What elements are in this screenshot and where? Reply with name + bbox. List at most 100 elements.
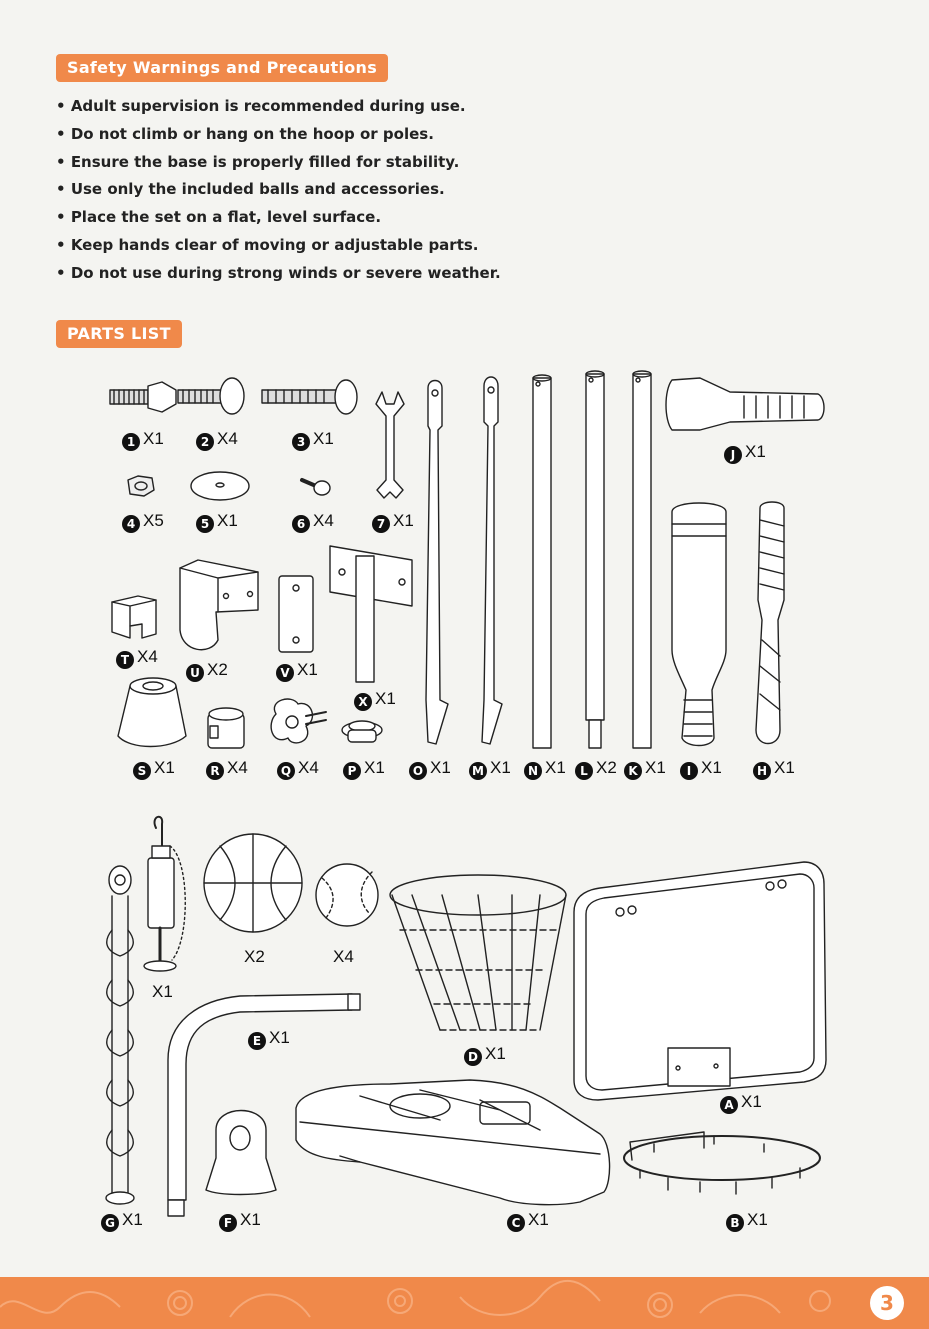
main-base-drawing [296, 1080, 610, 1205]
bat-drawing [672, 503, 726, 746]
part-badge: U [186, 664, 204, 682]
part-qty: X2 [207, 660, 228, 679]
backboard-drawing [574, 862, 826, 1100]
plate-drawing [279, 576, 313, 652]
part-qty: X4 [333, 947, 354, 966]
safety-item: Adult supervision is recommended during … [56, 94, 501, 122]
wrench-drawing [376, 392, 404, 498]
pole-o-drawing [426, 381, 448, 745]
part-badge: 2 [196, 433, 214, 451]
safety-item: Use only the included balls and accessor… [56, 177, 501, 205]
part-qty: X1 [122, 1210, 143, 1229]
safety-item: Do not climb or hang on the hoop or pole… [56, 122, 501, 150]
bolt-2-drawing [178, 378, 244, 414]
corner-block-drawing [112, 596, 156, 638]
part-qty: X1 [364, 758, 385, 777]
part-qty: X4 [217, 429, 238, 448]
part-badge: O [409, 762, 427, 780]
part-qty: X1 [143, 429, 164, 448]
part-badge: M [469, 762, 487, 780]
safety-item: Ensure the base is properly filled for s… [56, 150, 501, 178]
part-badge: 5 [196, 515, 214, 533]
part-badge: 4 [122, 515, 140, 533]
part-badge: D [464, 1048, 482, 1066]
part-qty: X1 [745, 442, 766, 461]
part-qty: X1 [528, 1210, 549, 1229]
base-f-drawing [206, 1111, 276, 1195]
part-qty: X1 [393, 511, 414, 530]
safety-item: Keep hands clear of moving or adjustable… [56, 233, 501, 261]
part-qty: X1 [240, 1210, 261, 1229]
part-qty: X1 [485, 1044, 506, 1063]
part-qty: X1 [152, 982, 173, 1001]
pole-e-drawing [168, 994, 360, 1216]
part-badge: C [507, 1214, 525, 1232]
part-qty: X1 [269, 1028, 290, 1047]
part-qty: X4 [227, 758, 248, 777]
part-badge: P [343, 762, 361, 780]
knob-drawing [271, 699, 326, 743]
part-label-basketball: X2 [244, 947, 265, 967]
part-qty: X1 [747, 1210, 768, 1229]
part-qty: X1 [545, 758, 566, 777]
part-qty: X1 [313, 429, 334, 448]
part-badge: F [219, 1214, 237, 1232]
safety-item: Do not use during strong winds or severe… [56, 261, 501, 289]
part-badge: V [276, 664, 294, 682]
pole-m-drawing [482, 377, 502, 744]
part-qty: X5 [143, 511, 164, 530]
bracket-post-drawing [330, 546, 412, 682]
pump-drawing [144, 817, 185, 971]
safety-list: Adult supervision is recommended during … [56, 94, 501, 289]
chain-g-drawing [106, 866, 134, 1204]
part-badge: A [720, 1096, 738, 1114]
net-drawing [390, 875, 566, 1030]
part-qty: X4 [313, 511, 334, 530]
screw-drawing [302, 480, 330, 495]
u-bracket-drawing [180, 560, 258, 650]
part-qty: X1 [701, 758, 722, 777]
part-qty: X1 [741, 1092, 762, 1111]
part-badge: J [724, 446, 742, 464]
safety-item: Place the set on a flat, level surface. [56, 205, 501, 233]
cone-base-drawing [118, 678, 186, 747]
part-badge: X [354, 693, 372, 711]
parts-heading: PARTS LIST [56, 320, 182, 348]
part-qty: X2 [244, 947, 265, 966]
part-badge: R [206, 762, 224, 780]
part-badge: 3 [292, 433, 310, 451]
part-qty: X4 [298, 758, 319, 777]
part-badge: N [524, 762, 542, 780]
part-badge: E [248, 1032, 266, 1050]
part-badge: T [116, 651, 134, 669]
pole-n-drawing [533, 375, 551, 748]
part-qty: X1 [645, 758, 666, 777]
bat-handle-drawing [666, 378, 824, 430]
part-label-pump: X1 [152, 982, 173, 1002]
part-badge: K [624, 762, 642, 780]
clamp-drawing [208, 708, 244, 748]
